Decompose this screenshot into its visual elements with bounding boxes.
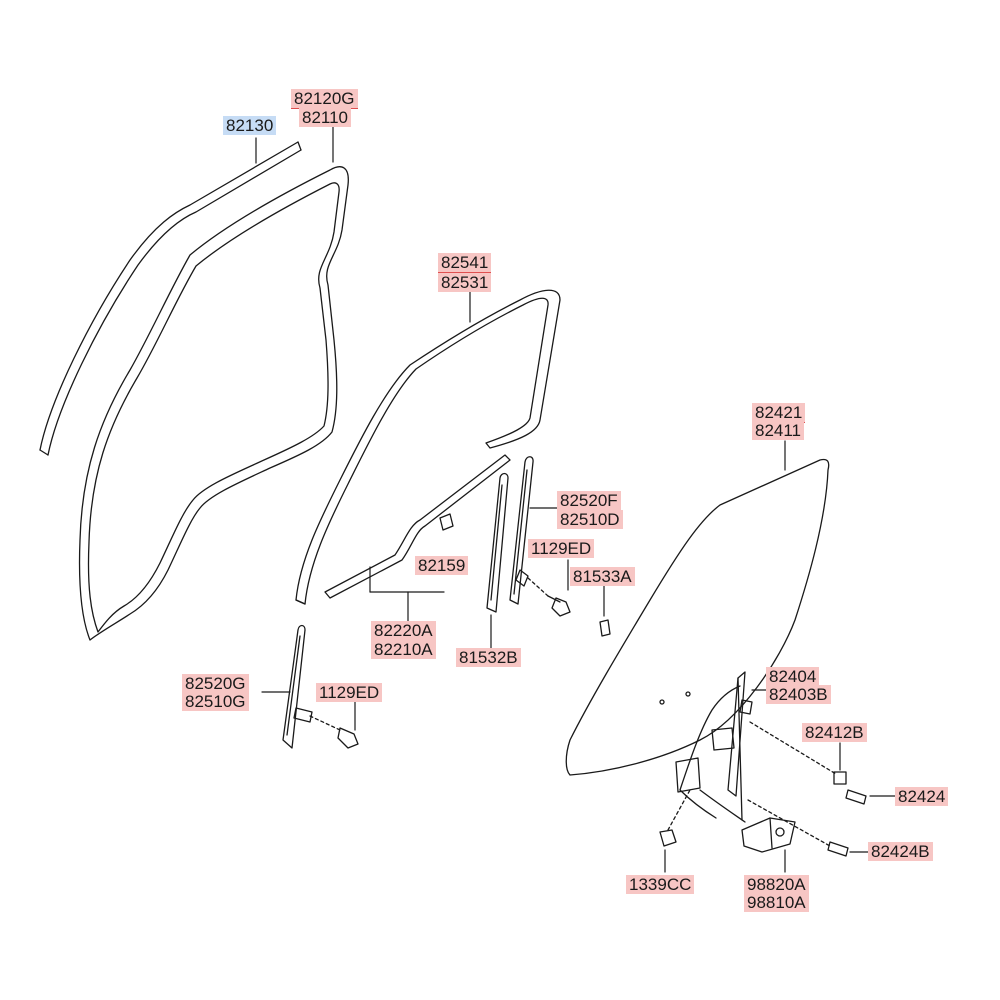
part-label-82541[interactable]: 82541 (438, 253, 492, 273)
part-label-98810a[interactable]: 98810A (744, 893, 809, 912)
glass-run-channel-82531 (295, 289, 561, 605)
part-label-82520f[interactable]: 82520F (557, 491, 621, 511)
part-label-81533a[interactable]: 81533A (570, 567, 635, 586)
part-label-1339cc[interactable]: 1339CC (626, 875, 695, 894)
part-label-98820a[interactable]: 98820A (744, 875, 809, 895)
regulator-motor-98820a (741, 817, 796, 853)
bolt-1129ed-upper (527, 577, 571, 617)
part-label-82412b[interactable]: 82412B (802, 723, 867, 742)
part-label-1129ed-upper[interactable]: 1129ED (528, 539, 595, 558)
clip-82159 (439, 513, 454, 531)
belt-moulding-82220a (324, 454, 511, 599)
outer-weatherstrip-82130 (39, 141, 302, 456)
door-glass-82411 (565, 458, 830, 776)
part-label-82110[interactable]: 82110 (299, 108, 352, 127)
window-regulator-82403b (675, 671, 753, 823)
bolts-82424 (747, 721, 867, 857)
part-label-82510g[interactable]: 82510G (182, 692, 249, 711)
part-81533a (599, 619, 611, 637)
channel-81532b (486, 472, 509, 613)
part-label-82411[interactable]: 82411 (752, 421, 805, 440)
bolt-1129ed-lower (309, 715, 359, 749)
nut-1339cc (659, 789, 691, 847)
part-label-82424[interactable]: 82424 (895, 787, 949, 806)
part-label-82220a[interactable]: 82220A (371, 621, 436, 641)
channel-82520g (282, 624, 313, 749)
part-label-82403b[interactable]: 82403B (766, 685, 831, 704)
part-label-82510d[interactable]: 82510D (557, 510, 623, 529)
part-label-82120g[interactable]: 82120G (291, 89, 358, 109)
part-label-82159[interactable]: 82159 (415, 556, 469, 575)
part-label-82130[interactable]: 82130 (223, 116, 277, 135)
part-label-1129ed-lower[interactable]: 1129ED (316, 683, 383, 702)
part-label-82210a[interactable]: 82210A (371, 640, 436, 659)
leader-lines (255, 123, 896, 873)
part-label-82520g[interactable]: 82520G (182, 674, 249, 694)
part-label-82421[interactable]: 82421 (752, 403, 806, 423)
door-weatherstrip-82110 (78, 166, 349, 641)
part-label-82404[interactable]: 82404 (766, 667, 820, 687)
part-label-82531[interactable]: 82531 (438, 273, 492, 292)
part-label-82424b[interactable]: 82424B (868, 842, 933, 861)
channel-82520f (509, 456, 534, 605)
part-label-81532b[interactable]: 81532B (456, 648, 521, 667)
